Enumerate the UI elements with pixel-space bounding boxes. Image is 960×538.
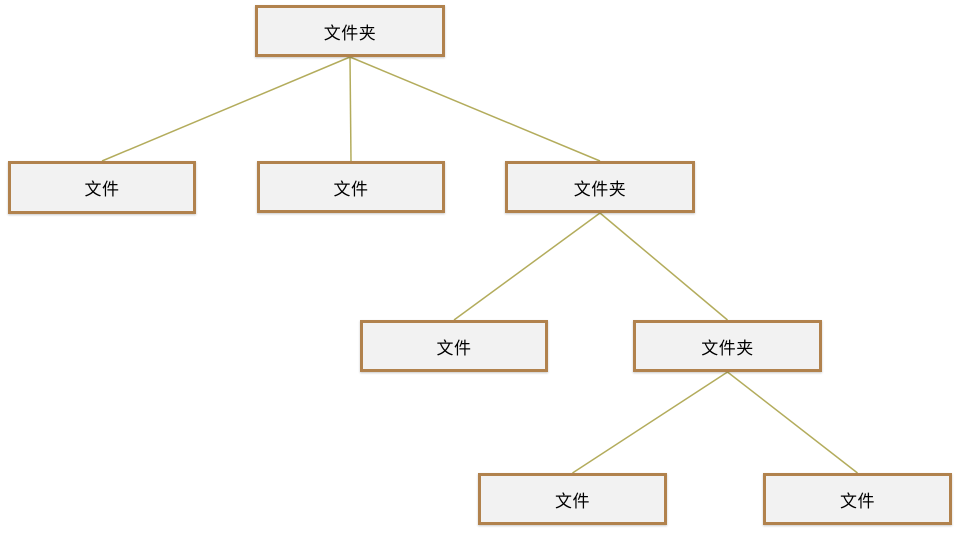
tree-node-sub-folder-1: 文件夹 [505,161,695,213]
tree-node-file-3: 文件 [360,320,548,372]
tree-node-label: 文件 [555,491,590,511]
tree-node-label: 文件 [436,338,472,358]
tree-node-sub-folder-2: 文件夹 [633,320,822,372]
tree-node-file-2: 文件 [257,161,445,213]
connector-line [101,56,351,162]
tree-node-label: 文件 [333,179,369,199]
connector-line [349,56,601,162]
tree-node-label: 文件夹 [323,23,377,43]
tree-node-label: 文件 [840,491,875,511]
tree-node-file-4: 文件 [478,473,667,525]
connector-line [727,371,858,474]
tree-node-file-5: 文件 [763,473,952,525]
connector-line [349,56,352,162]
connector-line [599,212,728,321]
tree-node-label: 文件夹 [573,179,627,199]
tree-node-label: 文件夹 [701,338,754,358]
connector-line [453,212,601,321]
tree-node-label: 文件 [84,180,120,199]
connector-line [572,371,728,474]
tree-node-root-folder: 文件夹 [255,5,445,57]
tree-node-file-1: 文件 [8,161,196,214]
